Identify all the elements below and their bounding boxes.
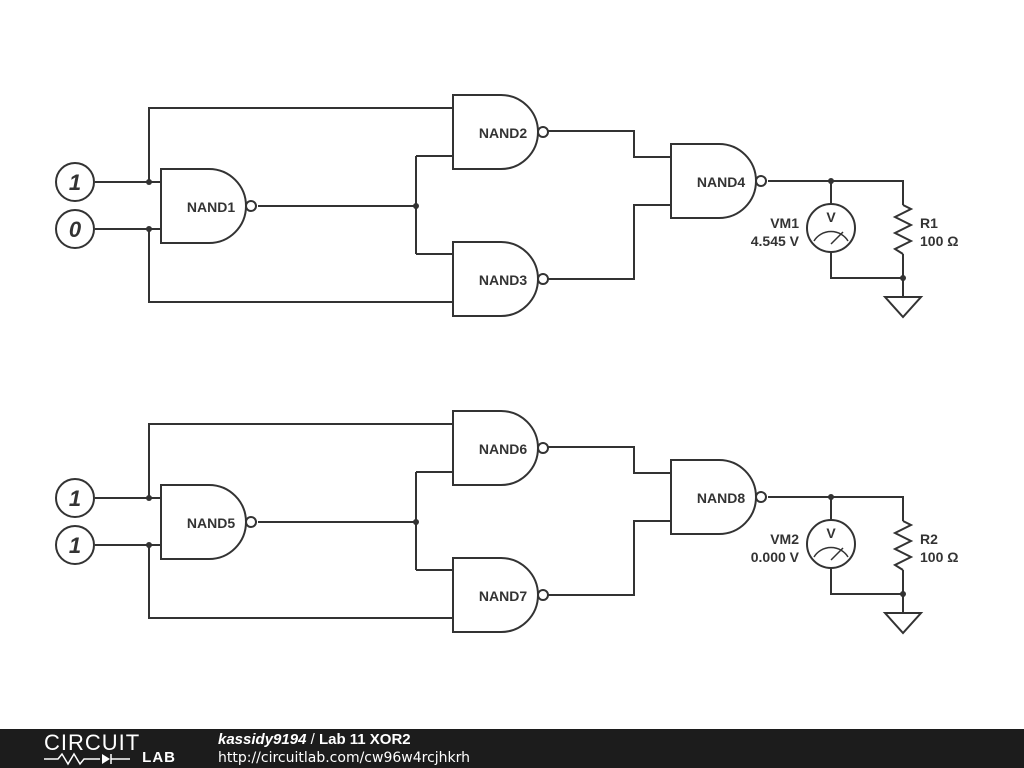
- footer-bar: CIRCUIT LAB kassidy9194 / Lab 11 XOR2 ht…: [0, 729, 1024, 768]
- circuit-1: 1 0 NAND1 NAND2 NAND3 NAND4 V: [55, 94, 958, 319]
- voltmeter-reading: 0.000 V: [751, 549, 800, 565]
- voltmeter-name: VM1: [770, 215, 799, 231]
- ground-1: [882, 296, 924, 319]
- ground-2: [882, 612, 924, 635]
- logo-text-top: CIRCUIT: [44, 730, 141, 755]
- svg-text:1: 1: [69, 170, 81, 195]
- voltmeter-1[interactable]: V: [806, 203, 856, 253]
- svg-text:0: 0: [69, 217, 82, 242]
- schematic: 1 0 NAND1 NAND2 NAND3 NAND4 V: [55, 94, 958, 635]
- svg-text:NAND8: NAND8: [697, 490, 745, 506]
- svg-text:NAND1: NAND1: [187, 199, 235, 215]
- input-source-d[interactable]: 1: [55, 525, 95, 565]
- nand-gate-5[interactable]: NAND5: [160, 484, 257, 560]
- junction-dot: [146, 495, 152, 501]
- resistor-name: R1: [920, 215, 938, 231]
- junction-dot: [146, 179, 152, 185]
- voltmeter-symbol: V: [826, 209, 836, 225]
- circuit-url-link[interactable]: http://circuitlab.com/cw96w4rcjhkrh: [218, 750, 471, 766]
- svg-text:NAND4: NAND4: [697, 174, 745, 190]
- nand-gate-8[interactable]: NAND8: [670, 459, 767, 535]
- voltmeter-reading: 4.545 V: [751, 233, 800, 249]
- junction-dot: [900, 591, 906, 597]
- input-source-c[interactable]: 1: [55, 478, 95, 518]
- junction-dot: [828, 494, 834, 500]
- svg-text:NAND7: NAND7: [479, 588, 527, 604]
- input-source-a[interactable]: 1: [55, 162, 95, 202]
- junction-dot: [146, 542, 152, 548]
- resistor-value: 100 Ω: [920, 549, 958, 565]
- junction-dot: [828, 178, 834, 184]
- author-link[interactable]: kassidy9194: [218, 731, 307, 748]
- footer-url-line: http://circuitlab.com/cw96w4rcjhkrh: [218, 749, 470, 767]
- junction-dot: [413, 519, 419, 525]
- junction-dot: [146, 226, 152, 232]
- nand-gate-2[interactable]: NAND2: [452, 94, 549, 170]
- nand-gate-6[interactable]: NAND6: [452, 410, 549, 486]
- junction-dot: [413, 203, 419, 209]
- resistor-value: 100 Ω: [920, 233, 958, 249]
- circuit-2: 1 1 NAND5 NAND6 NAND7 NAND8 V VM2: [55, 410, 958, 635]
- circuitlab-logo[interactable]: CIRCUIT LAB: [40, 731, 180, 767]
- footer-separator: /: [306, 731, 319, 748]
- junction-dot: [900, 275, 906, 281]
- nand-gate-1[interactable]: NAND1: [160, 168, 257, 244]
- resistor-1[interactable]: [892, 204, 914, 255]
- voltmeter-name: VM2: [770, 531, 799, 547]
- svg-text:1: 1: [69, 486, 81, 511]
- svg-text:NAND5: NAND5: [187, 515, 235, 531]
- svg-text:1: 1: [69, 533, 81, 558]
- svg-text:NAND2: NAND2: [479, 125, 527, 141]
- voltmeter-symbol: V: [826, 525, 836, 541]
- resistor-name: R2: [920, 531, 938, 547]
- logo-wave-icon: [44, 752, 130, 766]
- nand-gate-3[interactable]: NAND3: [452, 241, 549, 317]
- nand-gate-7[interactable]: NAND7: [452, 557, 549, 633]
- resistor-2[interactable]: [892, 520, 914, 571]
- voltmeter-2[interactable]: V: [806, 519, 856, 569]
- svg-text:NAND6: NAND6: [479, 441, 527, 457]
- wires-circuit-2: [95, 423, 904, 619]
- footer-title-line: kassidy9194 / Lab 11 XOR2: [218, 731, 411, 749]
- input-source-b[interactable]: 0: [55, 209, 95, 249]
- logo-text-bottom: LAB: [142, 749, 176, 766]
- svg-text:NAND3: NAND3: [479, 272, 527, 288]
- nand-gate-4[interactable]: NAND4: [670, 143, 767, 219]
- circuit-title[interactable]: Lab 11 XOR2: [318, 731, 411, 748]
